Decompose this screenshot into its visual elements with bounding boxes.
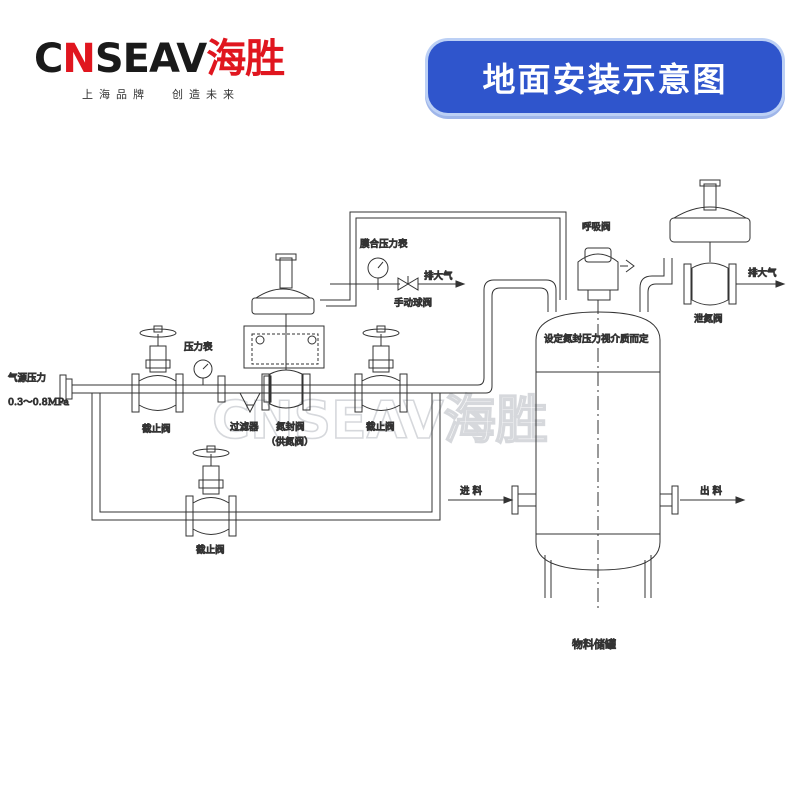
label-set-pressure-note: 设定氮封压力视介质而定 — [544, 333, 649, 345]
title-badge: 地面安装示意图 — [428, 41, 782, 113]
brand-name-seav: SEAV — [94, 36, 207, 82]
label-vent-2: 排大气 — [748, 267, 777, 279]
brand-name: CNSEAV海胜 — [34, 36, 285, 82]
brand-tagline: 上海品牌 创造未来 — [82, 86, 240, 102]
pressure-gauge-left-icon — [193, 359, 213, 385]
nitrogen-seal-valve — [243, 253, 325, 411]
label-inlet: 进 料 — [460, 485, 483, 497]
brand-tagline-1: 上海品牌 — [82, 88, 150, 101]
label-manual-ball-valve: 手动球阀 — [394, 297, 432, 309]
watermark: CNSEAV海胜 — [212, 391, 548, 451]
globe-valve-bottom — [185, 445, 237, 537]
label-vent-1: 排大气 — [424, 270, 453, 282]
label-diaphragm-gauge: 膜合压力表 — [360, 238, 408, 250]
filter-icon — [239, 375, 272, 414]
label-nitrogen-release-valve: 泄氮阀 — [694, 313, 723, 325]
label-nitrogen-seal-valve: 氮封阀 — [276, 421, 305, 433]
flange — [217, 375, 226, 403]
label-globe-valve-left: 截止阀 — [142, 423, 171, 435]
nitrogen-release-valve — [639, 179, 786, 312]
label-breather-valve: 呼吸阀 — [582, 221, 611, 233]
label-gas-source-range: 0.3～0.8MPa — [8, 397, 69, 408]
brand-tagline-2: 创造未来 — [172, 88, 240, 101]
impulse-line — [320, 211, 567, 307]
label-tank: 物料储罐 — [572, 637, 616, 651]
globe-valve-left — [131, 325, 184, 413]
page-title: 地面安装示意图 — [482, 60, 728, 99]
label-filter: 过滤器 — [230, 421, 259, 433]
breather-valve — [577, 247, 635, 301]
label-globe-valve-bottom: 截止阀 — [196, 544, 225, 556]
diaphragm-gauge-icon — [367, 257, 389, 290]
brand-logo: CNSEAV海胜 上海品牌 创造未来 — [34, 36, 354, 106]
globe-valve-right — [354, 325, 408, 413]
brand-name-c: C — [34, 36, 63, 82]
brand-name-n: N — [62, 36, 95, 82]
label-gas-source-pressure: 气源压力 — [8, 372, 46, 384]
brand-name-cn: 海胜 — [206, 36, 285, 82]
material-tank — [535, 300, 661, 610]
tank-outlet — [660, 485, 746, 515]
label-pressure-gauge: 压力表 — [184, 341, 213, 353]
label-globe-valve-right: 截止阀 — [366, 421, 395, 433]
label-nitrogen-supply-valve: （供氮阀） — [266, 436, 314, 448]
label-outlet: 出 料 — [700, 485, 723, 497]
manual-ball-valve — [330, 276, 466, 291]
tank-inlet — [448, 485, 536, 515]
